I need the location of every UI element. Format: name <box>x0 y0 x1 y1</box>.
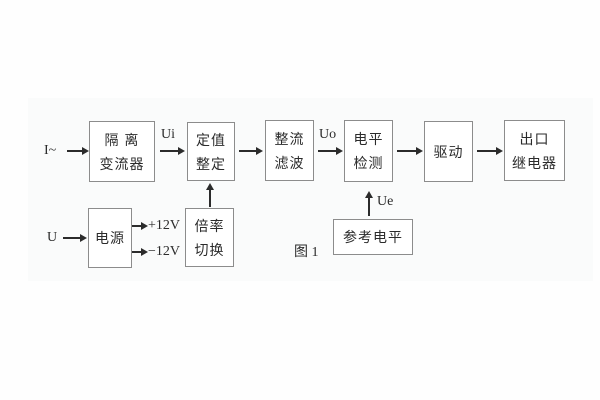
block-level-detect: 电平 检测 <box>344 120 393 182</box>
arrow-input-current-icon <box>67 150 82 152</box>
block-label-line: 检测 <box>353 155 384 171</box>
block-label-line: 定值 <box>196 131 226 148</box>
arrow-input-voltage-icon <box>63 237 80 239</box>
block-label-line: 电源 <box>95 230 125 246</box>
block-label-line: 电平 <box>353 131 384 147</box>
arrow-level-to-drive-icon <box>397 150 416 152</box>
arrow-isolation-to-setting-icon <box>160 150 178 152</box>
block-label-line: 变流器 <box>99 155 145 172</box>
figure-caption: 图 1 <box>294 245 319 260</box>
block-label-line: 整流 <box>274 130 305 147</box>
block-label-line: 倍率 <box>194 217 225 234</box>
block-label-line: 继电器 <box>512 154 557 171</box>
arrow-ratio-to-setting-icon <box>209 190 211 207</box>
block-ratio-switch: 倍率 切换 <box>185 208 234 267</box>
arrow-reference-ue-icon <box>368 198 370 216</box>
label-ui: Ui <box>161 127 175 142</box>
block-label-line: 出口 <box>519 130 550 147</box>
block-rectifier-filter: 整流 滤波 <box>265 120 314 181</box>
arrow-rectifier-to-level-icon <box>318 150 336 152</box>
block-reference-level: 参考电平 <box>333 219 413 255</box>
block-drive: 驱动 <box>424 121 473 182</box>
label-input-current: I~ <box>44 143 57 158</box>
arrow-setting-to-rectifier-icon <box>239 150 256 152</box>
label-ue: Ue <box>377 194 394 209</box>
block-power-supply: 电源 <box>88 208 132 268</box>
label-minus12v: −12V <box>148 244 181 259</box>
label-input-voltage: U <box>47 230 58 245</box>
block-label-line: 隔 离 <box>104 131 140 148</box>
block-output-relay: 出口 继电器 <box>504 120 565 181</box>
block-setting: 定值 整定 <box>187 122 235 181</box>
arrow-drive-to-relay-icon <box>477 150 496 152</box>
arrow-plus12-icon <box>132 225 141 227</box>
label-plus12v: +12V <box>148 218 181 233</box>
label-uo: Uo <box>319 127 337 142</box>
block-label-line: 滤波 <box>274 154 305 171</box>
block-label-line: 驱动 <box>433 143 464 160</box>
arrow-minus12-icon <box>132 251 141 253</box>
block-isolation-transformer: 隔 离 变流器 <box>89 121 155 182</box>
block-label-line: 整定 <box>196 155 226 172</box>
block-label-line: 参考电平 <box>343 229 403 245</box>
block-label-line: 切换 <box>194 241 225 258</box>
